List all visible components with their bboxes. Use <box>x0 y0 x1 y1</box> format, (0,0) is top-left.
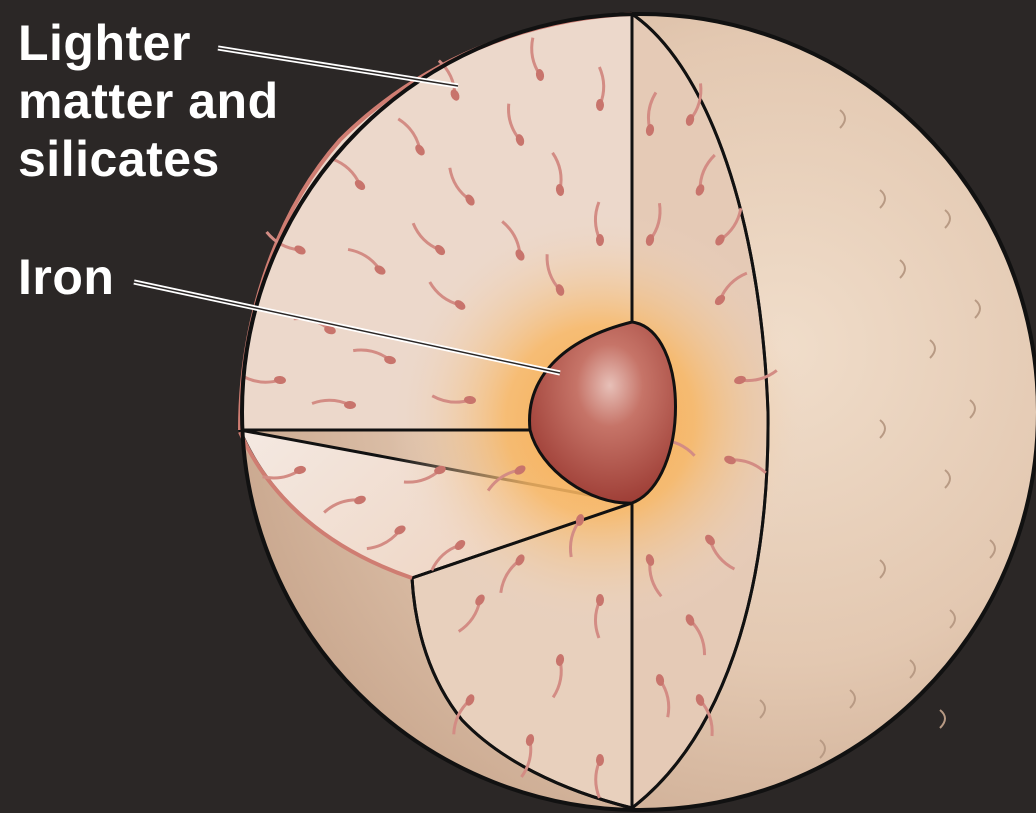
label-iron: Iron <box>18 248 114 306</box>
label-line-3: silicates <box>18 130 279 188</box>
crater-mark-icon <box>940 710 945 728</box>
label-line-1: Lighter <box>18 14 279 72</box>
label-line-2: matter and <box>18 72 279 130</box>
label-lighter-matter-silicates: Lighter matter and silicates <box>18 14 279 188</box>
